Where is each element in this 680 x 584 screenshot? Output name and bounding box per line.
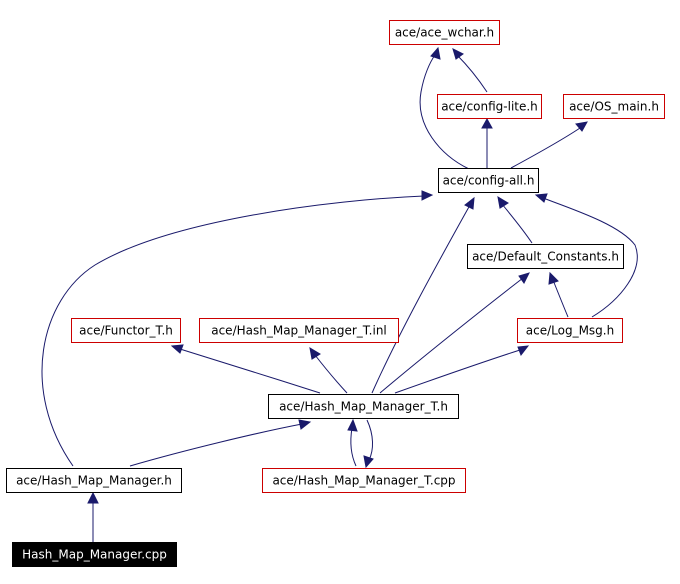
edge-hash-map-manager-t-h-to-inl bbox=[309, 347, 348, 394]
node-hash-map-manager-t-h[interactable]: ace/Hash_Map_Manager_T.h bbox=[268, 394, 459, 419]
edge-hash-map-manager-t-h-to-config-all bbox=[371, 196, 475, 394]
edge-config-all-to-config-lite bbox=[481, 117, 493, 168]
node-functor-t-label: ace/Functor_T.h bbox=[79, 324, 173, 338]
node-hash-map-manager-cpp[interactable]: Hash_Map_Manager.cpp bbox=[12, 542, 177, 567]
edge-hash-map-manager-h-to-config-all bbox=[41, 190, 434, 467]
node-config-all-label: ace/config-all.h bbox=[443, 174, 535, 188]
node-os-main[interactable]: ace/OS_main.h bbox=[563, 94, 665, 119]
node-log-msg[interactable]: ace/Log_Msg.h bbox=[517, 318, 623, 343]
edge-t-h-to-t-cpp bbox=[363, 419, 374, 469]
node-hash-map-manager-t-inl-label: ace/Hash_Map_Manager_T.inl bbox=[211, 324, 387, 338]
node-hash-map-manager-t-cpp-label: ace/Hash_Map_Manager_T.cpp bbox=[272, 474, 455, 488]
edge-config-all-to-os-main bbox=[510, 121, 588, 169]
node-hash-map-manager-cpp-label: Hash_Map_Manager.cpp bbox=[22, 548, 167, 562]
edge-config-all-to-ace-wchar bbox=[419, 46, 470, 170]
edge-hash-map-manager-t-h-to-default-constants bbox=[379, 272, 530, 394]
edge-config-lite-to-ace-wchar bbox=[452, 48, 488, 93]
node-hash-map-manager-h[interactable]: ace/Hash_Map_Manager.h bbox=[6, 468, 182, 493]
node-functor-t[interactable]: ace/Functor_T.h bbox=[71, 318, 181, 343]
node-config-all[interactable]: ace/config-all.h bbox=[438, 168, 539, 193]
node-ace-wchar[interactable]: ace/ace_wchar.h bbox=[389, 20, 500, 45]
edge-t-cpp-to-t-h bbox=[347, 418, 358, 467]
node-hash-map-manager-h-label: ace/Hash_Map_Manager.h bbox=[16, 474, 172, 488]
edge-hash-map-manager-t-h-to-functor-t bbox=[170, 344, 321, 394]
node-hash-map-manager-t-inl[interactable]: ace/Hash_Map_Manager_T.inl bbox=[199, 318, 399, 343]
edge-log-msg-to-config-all bbox=[534, 193, 638, 318]
edge-log-msg-to-default-constants bbox=[548, 271, 569, 318]
node-os-main-label: ace/OS_main.h bbox=[569, 100, 659, 114]
edge-cpp-to-hash-map-manager-h bbox=[87, 491, 99, 542]
node-config-lite-label: ace/config-lite.h bbox=[441, 100, 538, 114]
node-hash-map-manager-t-cpp[interactable]: ace/Hash_Map_Manager_T.cpp bbox=[262, 468, 466, 493]
node-config-lite[interactable]: ace/config-lite.h bbox=[437, 94, 542, 119]
node-hash-map-manager-t-h-label: ace/Hash_Map_Manager_T.h bbox=[279, 400, 448, 414]
node-default-constants[interactable]: ace/Default_Constants.h bbox=[467, 244, 624, 269]
node-log-msg-label: ace/Log_Msg.h bbox=[526, 324, 614, 338]
edge-hash-map-manager-h-to-t-h bbox=[129, 419, 312, 467]
node-ace-wchar-label: ace/ace_wchar.h bbox=[395, 26, 494, 40]
node-default-constants-label: ace/Default_Constants.h bbox=[472, 250, 619, 264]
edge-hash-map-manager-t-h-to-log-msg bbox=[394, 345, 530, 394]
edge-default-constants-to-config-all bbox=[497, 196, 533, 244]
